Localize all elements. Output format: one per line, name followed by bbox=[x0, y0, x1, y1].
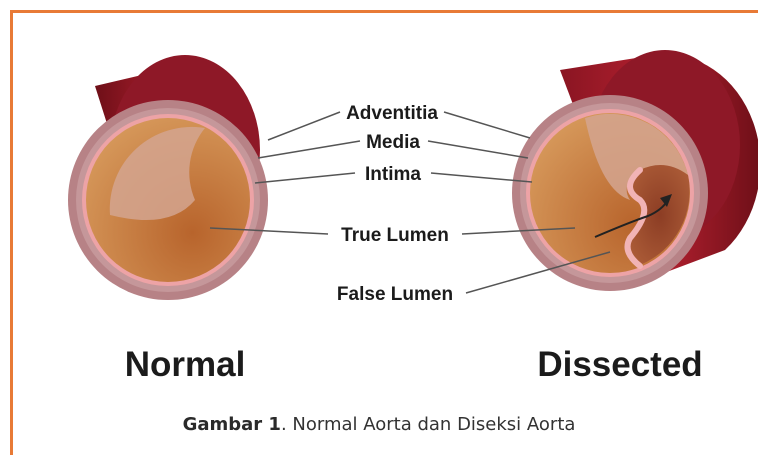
label-false-lumen: False Lumen bbox=[337, 284, 453, 305]
label-media: Media bbox=[366, 132, 420, 153]
leader-media-left bbox=[258, 141, 360, 158]
leader-adventitia-right bbox=[444, 112, 530, 138]
leader-adventitia-left bbox=[268, 112, 340, 140]
leader-intima-left bbox=[255, 173, 355, 183]
caption-text: . Normal Aorta dan Diseksi Aorta bbox=[281, 414, 575, 435]
dissected-aorta bbox=[512, 50, 758, 291]
leader-media-right bbox=[428, 141, 528, 158]
title-dissected: Dissected bbox=[537, 345, 702, 384]
label-true-lumen: True Lumen bbox=[341, 225, 449, 246]
caption-prefix: Gambar 1 bbox=[183, 414, 281, 435]
figure-caption: Gambar 1. Normal Aorta dan Diseksi Aorta bbox=[0, 414, 758, 435]
normal-aorta bbox=[68, 55, 268, 300]
label-intima: Intima bbox=[365, 164, 421, 185]
label-adventitia: Adventitia bbox=[346, 103, 438, 124]
title-normal: Normal bbox=[125, 345, 246, 384]
